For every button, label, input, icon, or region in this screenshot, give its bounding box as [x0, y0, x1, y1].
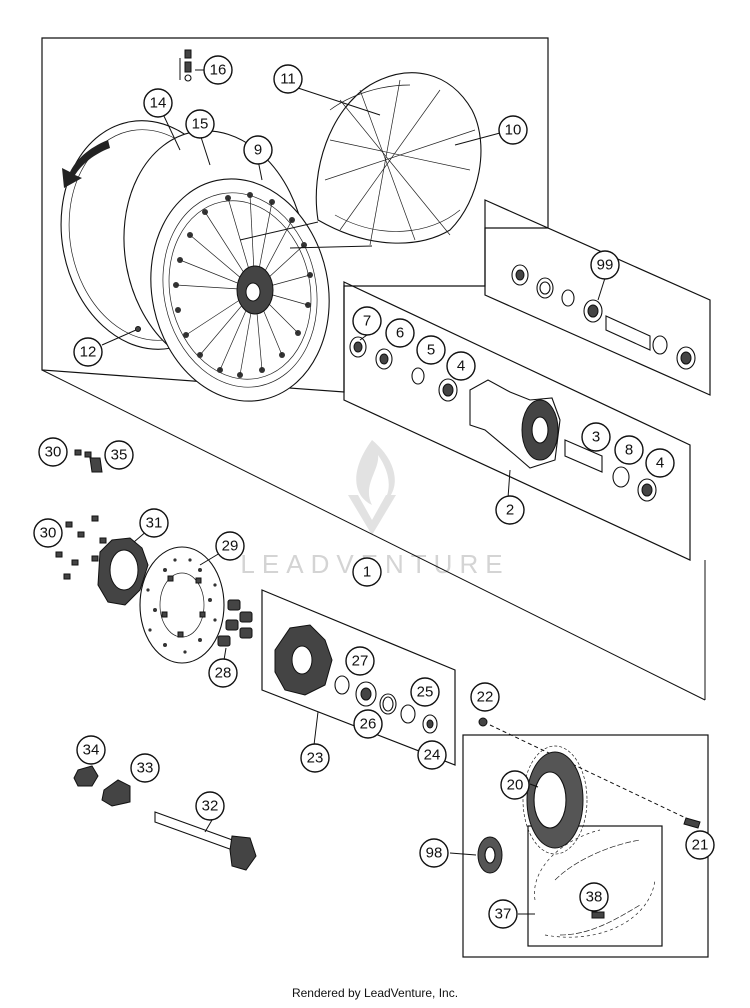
callout-8: 8	[614, 435, 644, 465]
callout-35: 35	[104, 440, 134, 470]
svg-text:2: 2	[506, 502, 514, 519]
svg-text:7: 7	[363, 313, 371, 330]
svg-text:99: 99	[597, 257, 614, 274]
callout-24: 24	[417, 740, 447, 770]
svg-text:30: 30	[45, 444, 62, 461]
svg-text:21: 21	[692, 837, 709, 854]
hub-assembly-2	[349, 334, 657, 502]
svg-text:37: 37	[495, 906, 512, 923]
svg-text:6: 6	[396, 325, 404, 342]
svg-text:34: 34	[83, 742, 100, 759]
svg-text:38: 38	[586, 889, 603, 906]
svg-text:22: 22	[477, 689, 494, 706]
svg-text:4: 4	[656, 455, 664, 472]
callout-7: 7	[352, 306, 382, 336]
drive-hub-23	[274, 624, 438, 746]
svg-text:98: 98	[426, 845, 443, 862]
svg-text:16: 16	[210, 62, 227, 79]
callout-16: 16	[203, 55, 233, 85]
rotation-arrow-icon	[62, 140, 110, 188]
cush-drive-dampers-28	[217, 599, 253, 661]
chain-37	[518, 829, 656, 938]
svg-text:30: 30	[40, 525, 57, 542]
callout-15: 15	[185, 109, 215, 139]
svg-text:11: 11	[280, 71, 296, 88]
callout-11: 11	[273, 64, 303, 94]
svg-text:3: 3	[592, 429, 600, 446]
chain-frame	[527, 825, 663, 947]
screws-30-35	[55, 449, 107, 580]
spoke-kit-frame	[484, 199, 711, 396]
callout-9: 9	[243, 135, 273, 165]
svg-text:28: 28	[215, 665, 232, 682]
svg-text:10: 10	[505, 122, 522, 139]
bearing-kit-99	[511, 264, 696, 370]
svg-text:23: 23	[307, 750, 324, 767]
callout-10: 10	[498, 115, 528, 145]
valve-parts	[179, 49, 192, 82]
callout-98: 98	[419, 838, 449, 868]
callout-4-left: 4	[446, 351, 476, 381]
drive-hub-frame	[261, 589, 456, 766]
callout-6: 6	[385, 318, 415, 348]
svg-text:33: 33	[137, 760, 154, 777]
svg-text:26: 26	[360, 716, 377, 733]
callout-3: 3	[581, 422, 611, 452]
sprocket-parts	[478, 717, 701, 855]
svg-text:27: 27	[352, 653, 369, 670]
callout-12: 12	[73, 337, 103, 367]
callout-21: 21	[685, 830, 715, 860]
svg-text:32: 32	[202, 798, 219, 815]
axle-parts	[73, 765, 257, 871]
callout-30-bottom: 30	[33, 518, 63, 548]
footer-credit: Rendered by LeadVenture, Inc.	[291, 986, 459, 1000]
svg-text:14: 14	[150, 95, 167, 112]
callout-26: 26	[353, 709, 383, 739]
callout-22: 22	[470, 682, 500, 712]
svg-text:4: 4	[457, 358, 465, 375]
callout-33: 33	[130, 753, 160, 783]
callout-4-right: 4	[645, 448, 675, 478]
callout-2: 2	[495, 495, 525, 525]
svg-text:25: 25	[417, 684, 434, 701]
callout-14: 14	[143, 88, 173, 118]
svg-text:24: 24	[424, 747, 441, 764]
callout-29: 29	[215, 531, 245, 561]
abs-ring-31	[97, 529, 149, 606]
svg-text:8: 8	[625, 442, 633, 459]
brake-disc-29	[139, 546, 225, 664]
svg-text:20: 20	[507, 777, 524, 794]
callout-5: 5	[416, 335, 446, 365]
svg-text:5: 5	[427, 342, 435, 359]
callout-25: 25	[410, 677, 440, 707]
svg-text:29: 29	[222, 538, 239, 555]
rear-wheel	[60, 120, 330, 402]
leadventure-watermark: LEADVENTURE	[240, 440, 503, 579]
callout-27: 27	[345, 646, 375, 676]
callout-1: 1	[352, 557, 382, 587]
svg-text:15: 15	[192, 116, 209, 133]
svg-text:12: 12	[80, 344, 97, 361]
callout-99: 99	[590, 250, 620, 280]
svg-text:31: 31	[146, 515, 163, 532]
callout-20: 20	[500, 770, 530, 800]
callout-34: 34	[76, 735, 106, 765]
svg-text:9: 9	[254, 142, 262, 159]
callout-38: 38	[579, 882, 609, 912]
callout-30-top: 30	[38, 437, 68, 467]
hub-group-frame	[343, 281, 691, 561]
svg-text:35: 35	[111, 447, 128, 464]
callout-32: 32	[195, 791, 225, 821]
spoke-detail-magnifier	[239, 72, 482, 249]
callout-31: 31	[139, 508, 169, 538]
svg-text:1: 1	[363, 564, 371, 581]
front-sprocket-98	[449, 836, 503, 874]
callout-28: 28	[208, 658, 238, 688]
callout-23: 23	[300, 743, 330, 773]
callout-37: 37	[488, 899, 518, 929]
